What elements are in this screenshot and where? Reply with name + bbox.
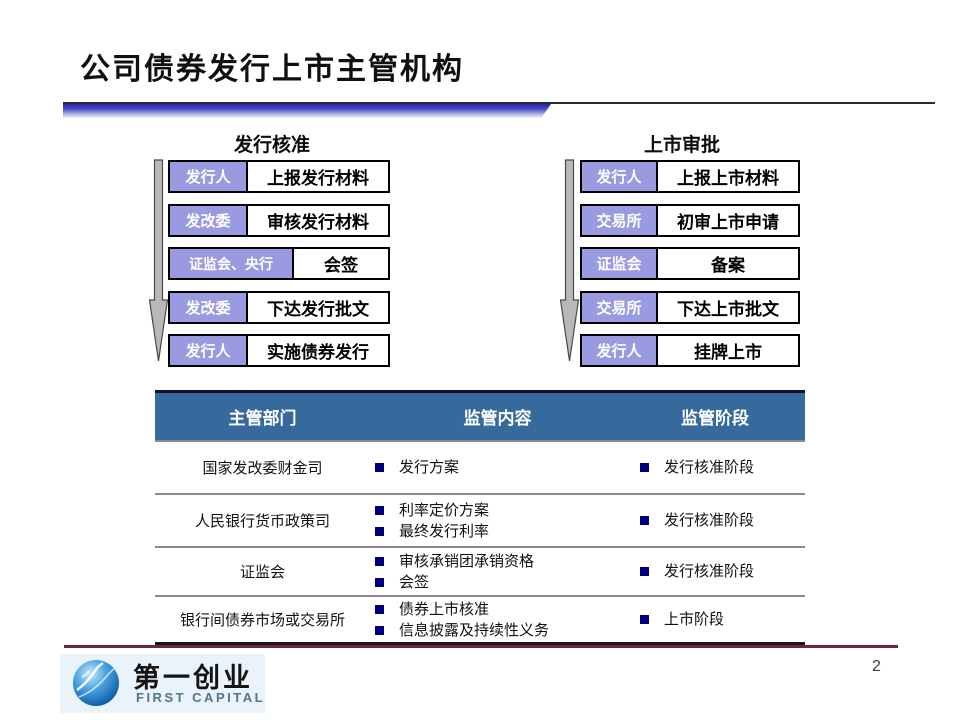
content-item: 审核承销团承销资格 (399, 552, 535, 570)
company-name-en: FIRST CAPITAL (136, 690, 266, 705)
globe-logo-icon (73, 660, 119, 706)
flow-actor: 发行人 (168, 160, 248, 193)
cell-stages: 发行核准阶段 (625, 442, 805, 493)
flow-action: 上报发行材料 (248, 160, 390, 193)
content-item: 债券上市核准 (399, 600, 490, 618)
flow-actor: 发改委 (168, 291, 248, 324)
down-arrow-icon (560, 159, 580, 362)
table-row: 证监会 审核承销团承销资格 会签 发行核准阶段 (155, 548, 805, 597)
flow-actor: 发行人 (168, 334, 248, 367)
flow-actor: 发改委 (168, 204, 248, 237)
table-row: 银行间债券市场或交易所 债券上市核准 信息披露及持续性义务 上市阶段 (155, 597, 805, 642)
flow-step: 发改委 审核发行材料 (168, 204, 390, 237)
bullet-square-icon (375, 556, 384, 566)
bullet-square-icon (375, 625, 384, 635)
content-item: 信息披露及持续性义务 (399, 621, 550, 639)
flow-actor: 发行人 (580, 160, 658, 193)
flow-actor: 证监会 (580, 247, 658, 280)
footer-divider-line (64, 645, 898, 648)
flow-step: 证监会、央行 会签 (168, 247, 390, 280)
cell-contents: 发行方案 (370, 442, 625, 493)
content-item: 会签 (399, 573, 430, 591)
stage-item: 发行核准阶段 (664, 512, 755, 529)
table-header-row: 主管部门 监管内容 监管阶段 (155, 393, 805, 442)
company-name-cn: 第一创业 (133, 663, 253, 694)
table-header-stage: 监管阶段 (681, 409, 749, 428)
table-header-department: 主管部门 (228, 409, 297, 428)
content-item: 发行方案 (399, 459, 460, 476)
page-title: 公司债券发行上市主管机构 (80, 52, 464, 87)
cell-department: 证监会 (239, 564, 285, 581)
cell-stages: 发行核准阶段 (625, 548, 805, 595)
down-arrow-icon (149, 159, 169, 362)
cell-contents: 审核承销团承销资格 会签 (370, 548, 625, 595)
flow-actor: 交易所 (580, 291, 658, 324)
stage-item: 上市阶段 (664, 611, 725, 628)
page-number: 2 (872, 658, 881, 675)
bullet-square-icon (375, 604, 384, 614)
flow-action: 上报上市材料 (658, 160, 800, 193)
flow-step: 交易所 下达上市批文 (580, 291, 800, 324)
flow-action: 下达上市批文 (658, 291, 800, 324)
cell-department: 银行间债券市场或交易所 (179, 612, 345, 629)
stage-item: 发行核准阶段 (664, 459, 755, 476)
cell-contents: 利率定价方案 最终发行利率 (370, 495, 625, 546)
flow-action: 实施债券发行 (248, 334, 390, 367)
bullet-square-icon (375, 505, 384, 515)
flow-step: 交易所 初审上市申请 (580, 204, 800, 237)
flow-actor: 发行人 (580, 334, 658, 367)
bullet-square-icon (640, 615, 649, 624)
title-divider-line (63, 102, 935, 104)
flow-action: 下达发行批文 (248, 291, 390, 324)
cell-stages: 上市阶段 (625, 597, 805, 642)
flowchart-issuance-title: 发行核准 (233, 135, 310, 156)
flow-action: 挂牌上市 (658, 334, 800, 367)
bullet-square-icon (375, 463, 384, 472)
flowchart-listing-title: 上市审批 (643, 135, 720, 156)
flow-step: 发改委 下达发行批文 (168, 291, 390, 324)
bullet-square-icon (640, 567, 649, 576)
flow-actor: 证监会、央行 (168, 247, 294, 280)
cell-stages: 发行核准阶段 (625, 495, 805, 546)
bullet-square-icon (375, 577, 384, 587)
flow-step: 证监会 备案 (580, 247, 800, 280)
content-item: 最终发行利率 (399, 522, 490, 540)
flow-actor: 交易所 (580, 204, 658, 237)
flow-action: 初审上市申请 (658, 204, 800, 237)
table-row: 人民银行货币政策司 利率定价方案 最终发行利率 发行核准阶段 (155, 495, 805, 548)
content-item: 利率定价方案 (399, 501, 490, 519)
flow-step: 发行人 实施债券发行 (168, 334, 390, 367)
regulators-table: 主管部门 监管内容 监管阶段 国家发改委财金司 发行方案 发行核准阶段 人民银行… (155, 390, 805, 645)
flow-action: 审核发行材料 (248, 204, 390, 237)
bullet-square-icon (375, 526, 384, 536)
title-divider-bar (63, 104, 551, 118)
flow-action: 备案 (658, 247, 800, 280)
bullet-square-icon (640, 516, 649, 525)
bullet-square-icon (640, 463, 649, 472)
stage-item: 发行核准阶段 (664, 563, 755, 580)
flow-step: 发行人 挂牌上市 (580, 334, 800, 367)
table-header-content: 监管内容 (463, 409, 532, 428)
cell-contents: 债券上市核准 信息披露及持续性义务 (370, 597, 625, 642)
flow-action: 会签 (294, 247, 390, 280)
table-row: 国家发改委财金司 发行方案 发行核准阶段 (155, 442, 805, 495)
cell-department: 国家发改委财金司 (202, 460, 323, 477)
flow-step: 发行人 上报发行材料 (168, 160, 390, 193)
flow-step: 发行人 上报上市材料 (580, 160, 800, 193)
cell-department: 人民银行货币政策司 (194, 513, 330, 530)
